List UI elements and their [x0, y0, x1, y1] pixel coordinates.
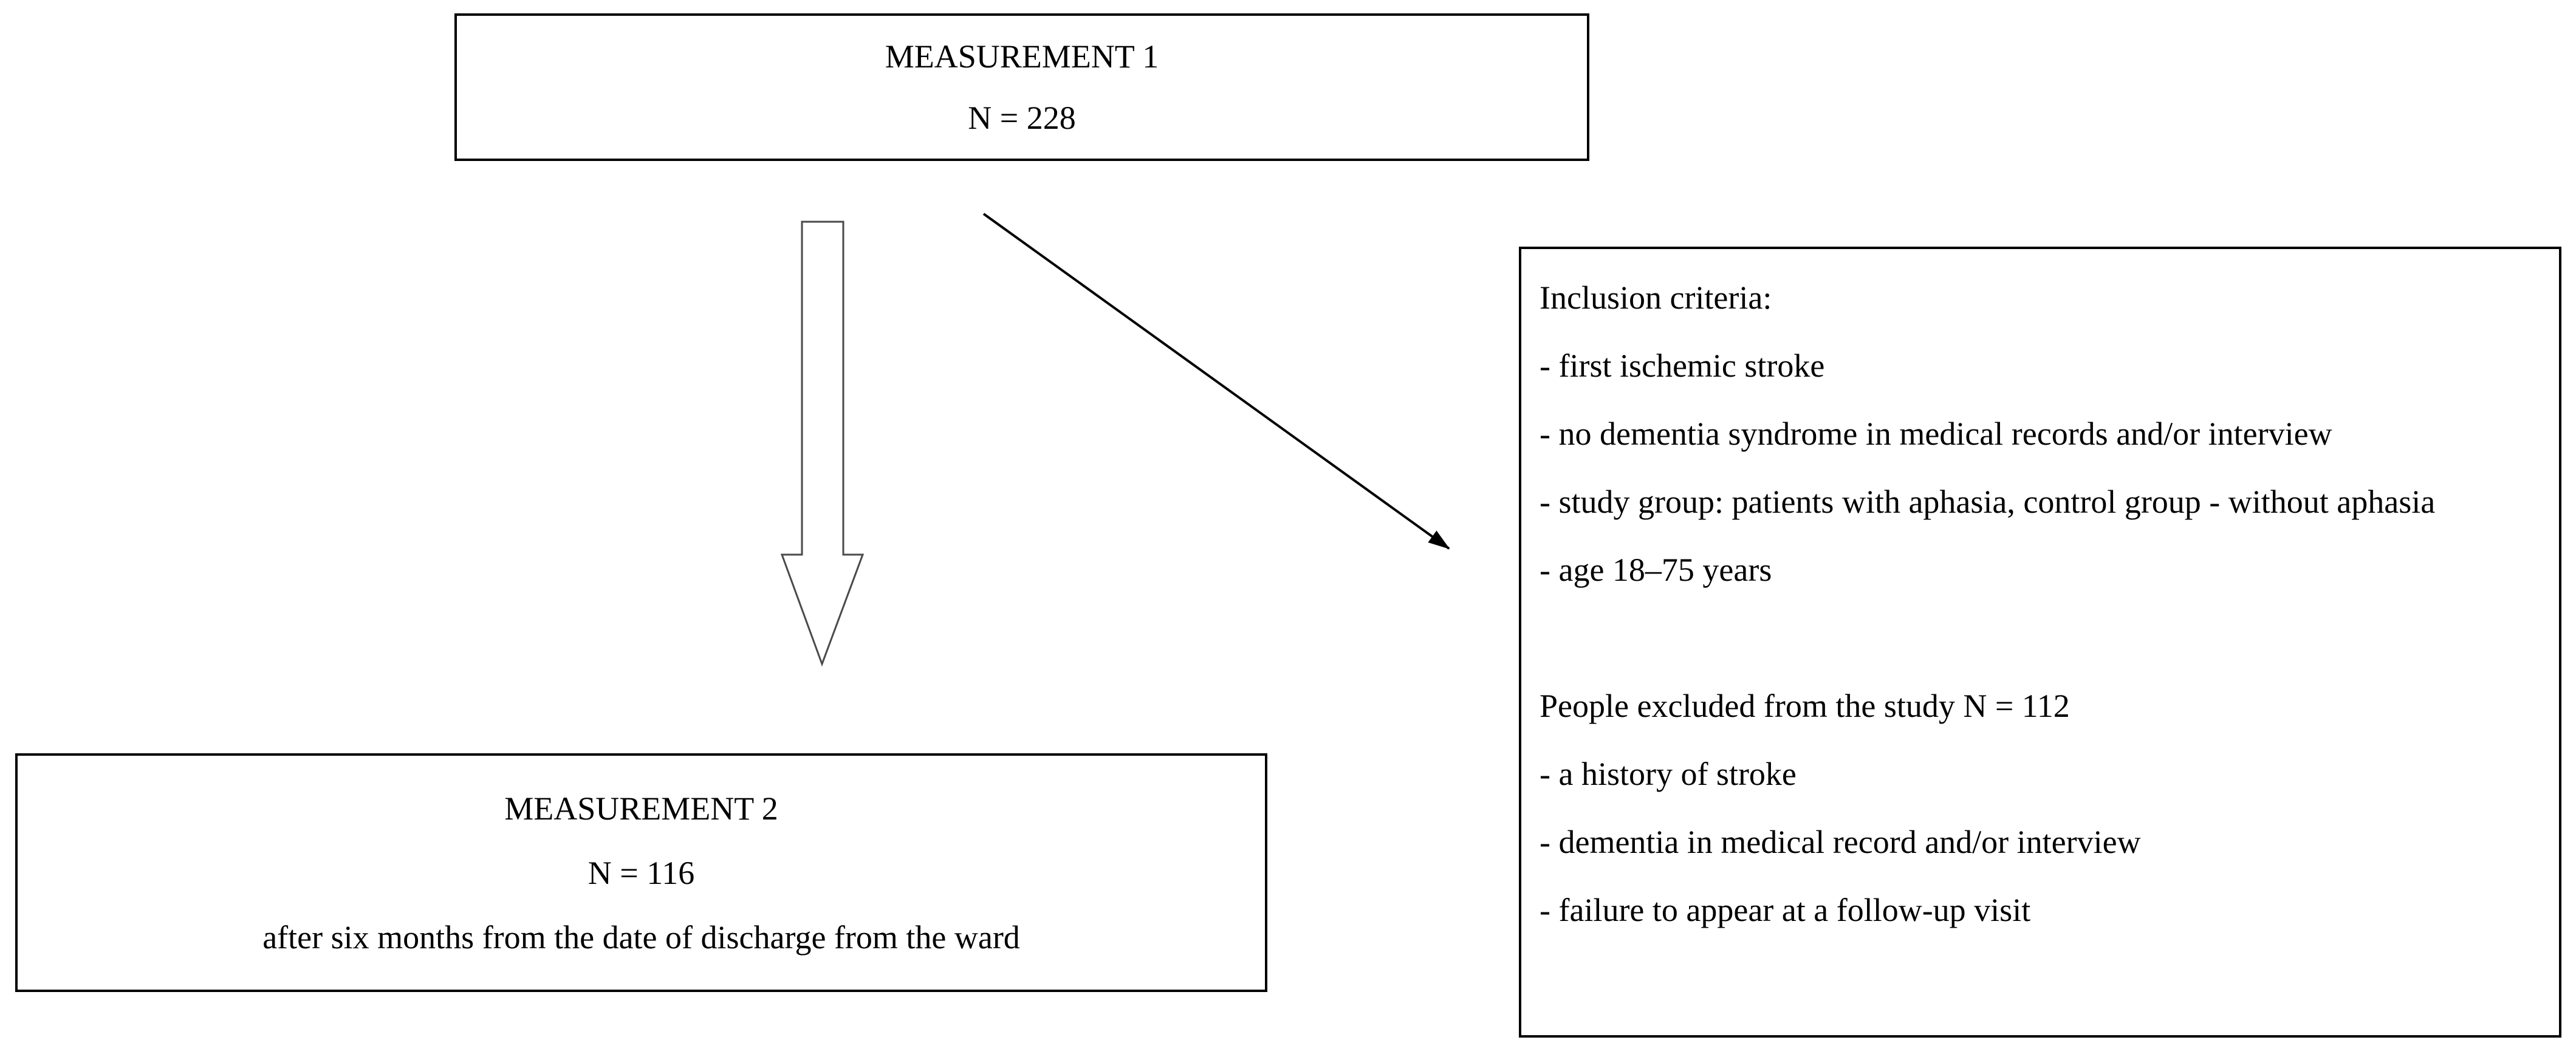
measurement-1-title: MEASUREMENT 1 — [885, 38, 1159, 75]
down-block-arrow-icon — [780, 221, 865, 667]
exclusion-arrow-icon — [982, 213, 1450, 550]
measurement-2-box: MEASUREMENT 2 N = 116 after six months f… — [15, 753, 1267, 992]
excluded-item: - dementia in medical record and/or inte… — [1540, 824, 2141, 860]
measurement-2-sample-size: N = 116 — [587, 854, 695, 891]
criteria-box: Inclusion criteria: - first ischemic str… — [1519, 247, 2561, 1038]
excluded-title: People excluded from the study N = 112 — [1540, 688, 2070, 724]
excluded-item: - a history of stroke — [1540, 756, 1797, 792]
measurement-1-sample-size: N = 228 — [968, 99, 1076, 136]
measurement-2-title: MEASUREMENT 2 — [504, 790, 778, 827]
criteria-section-gap — [1540, 604, 2541, 672]
inclusion-criteria-title: Inclusion criteria: — [1540, 279, 1772, 316]
inclusion-item: - no dementia syndrome in medical record… — [1540, 416, 2332, 452]
inclusion-item: - study group: patients with aphasia, co… — [1540, 484, 2436, 520]
inclusion-item: - age 18–75 years — [1540, 552, 1772, 588]
excluded-item: - failure to appear at a follow-up visit — [1540, 892, 2031, 928]
inclusion-item: - first ischemic stroke — [1540, 347, 1825, 384]
measurement-2-followup-note: after six months from the date of discha… — [262, 919, 1020, 956]
measurement-1-box: MEASUREMENT 1 N = 228 — [454, 13, 1589, 161]
